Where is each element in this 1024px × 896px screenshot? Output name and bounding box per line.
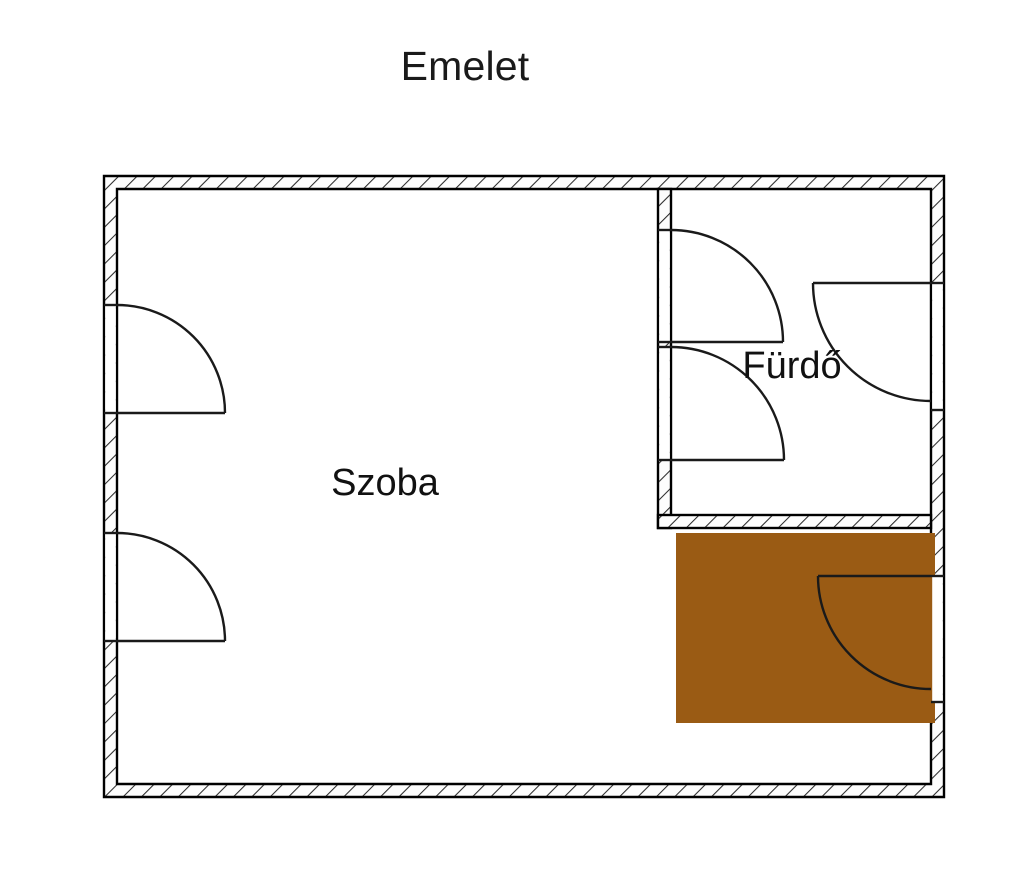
furdo-door-upper-gap bbox=[659, 230, 670, 342]
furdo-door-lower-gap bbox=[659, 347, 670, 460]
room-labels-layer: Szoba Fürdő bbox=[331, 345, 842, 504]
furdo-window-right bbox=[811, 281, 944, 412]
szoba-window-lower-left bbox=[104, 531, 227, 643]
furdo-door-upper bbox=[658, 228, 785, 344]
highlight-room-door-gap bbox=[932, 576, 943, 702]
highlight-room-door-swing-arc bbox=[816, 575, 932, 691]
interior-wall-horizontal bbox=[656, 513, 933, 530]
door-and-window-openings bbox=[104, 228, 944, 704]
szoba-window-upper-left-swing-arc bbox=[116, 303, 227, 414]
furdo-door-lower bbox=[658, 345, 786, 462]
room-label-furdo: Fürdő bbox=[742, 345, 841, 387]
szoba-window-lower-left-swing-arc bbox=[116, 531, 227, 642]
szoba-window-lower-left-gap bbox=[105, 533, 116, 641]
furdo-window-right-gap bbox=[932, 283, 943, 410]
highlight-room-door bbox=[816, 574, 944, 704]
page-title: Emelet bbox=[400, 43, 530, 89]
highlighted-room-area bbox=[676, 533, 935, 723]
room-label-szoba: Szoba bbox=[331, 462, 440, 504]
furdo-door-lower-swing-arc bbox=[670, 345, 786, 461]
furdo-window-right-swing-arc bbox=[811, 282, 932, 403]
furdo-door-upper-swing-arc bbox=[670, 228, 785, 343]
highlighted-room-fill bbox=[676, 533, 935, 723]
szoba-window-upper-left bbox=[104, 303, 227, 415]
szoba-window-upper-left-gap bbox=[105, 305, 116, 413]
